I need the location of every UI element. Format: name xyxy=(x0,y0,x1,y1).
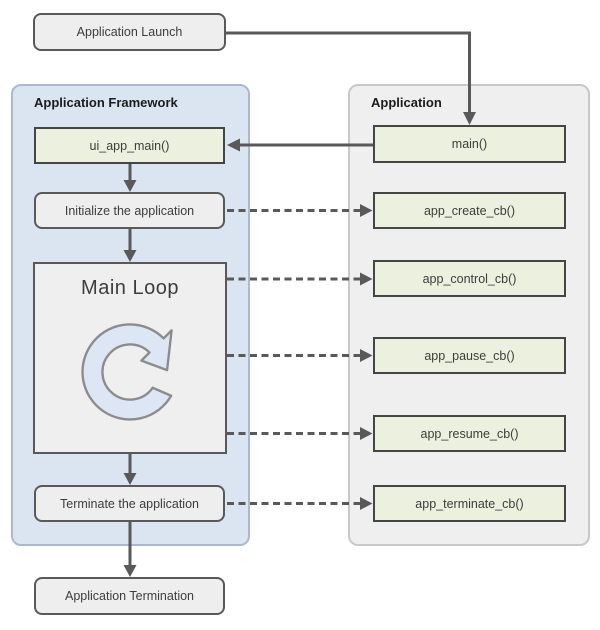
ui-app-main-node: ui_app_main() xyxy=(34,127,225,164)
main-loop-node: Main Loop xyxy=(33,262,227,454)
application-launch-node: Application Launch xyxy=(33,13,226,51)
app-create-cb-node: app_create_cb() xyxy=(373,192,566,229)
main-node: main() xyxy=(373,125,566,163)
application-termination-node: Application Termination xyxy=(34,577,225,615)
app-pause-cb-node: app_pause_cb() xyxy=(373,337,566,374)
main-loop-label: Main Loop xyxy=(81,277,179,299)
circular-arrow-clockwise-icon xyxy=(81,323,173,421)
app-terminate-cb-node: app_terminate_cb() xyxy=(373,485,566,522)
initialize-application-node: Initialize the application xyxy=(34,192,225,229)
application-framework-panel-title: Application Framework xyxy=(34,95,178,110)
app-control-cb-node: app_control_cb() xyxy=(373,260,566,297)
terminate-application-node: Terminate the application xyxy=(34,485,225,522)
app-resume-cb-node: app_resume_cb() xyxy=(373,415,566,452)
application-panel-title: Application xyxy=(371,95,442,110)
